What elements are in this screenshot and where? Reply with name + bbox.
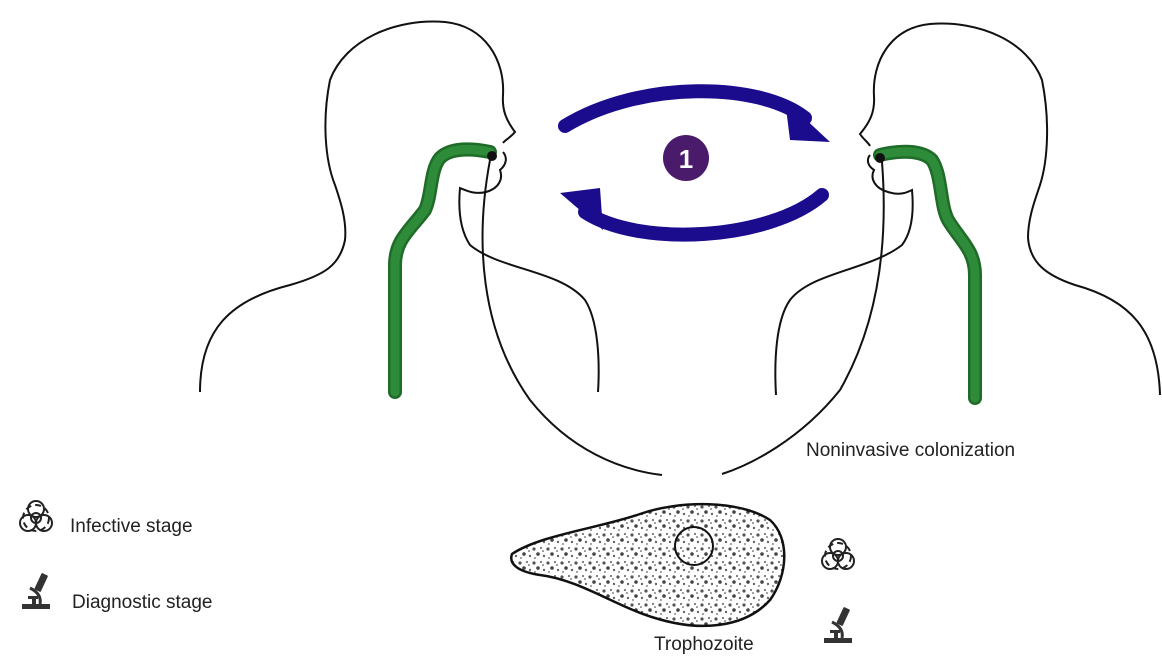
transmission-arrow-left (560, 188, 822, 235)
legend-microscope-icon (22, 573, 50, 609)
biohazard-icon (822, 539, 854, 569)
transmission-arrow-right (565, 91, 830, 142)
microscope-icon (824, 607, 852, 643)
step-marker: 1 (663, 135, 709, 181)
legend-diagnostic-stage-label: Diagnostic stage (72, 592, 212, 614)
right-oral-tract (880, 152, 975, 398)
step-marker-number: 1 (679, 144, 693, 174)
connector-line-left (483, 160, 662, 475)
trophozoite-illustration (511, 504, 784, 626)
legend-infective-stage-label: Infective stage (70, 516, 193, 538)
trophozoite-label: Trophozoite (654, 634, 754, 656)
legend-biohazard-icon (20, 501, 52, 531)
left-oral-tract (395, 150, 490, 392)
right-person-silhouette (775, 24, 1160, 395)
noninvasive-colonization-label: Noninvasive colonization (806, 440, 1015, 462)
